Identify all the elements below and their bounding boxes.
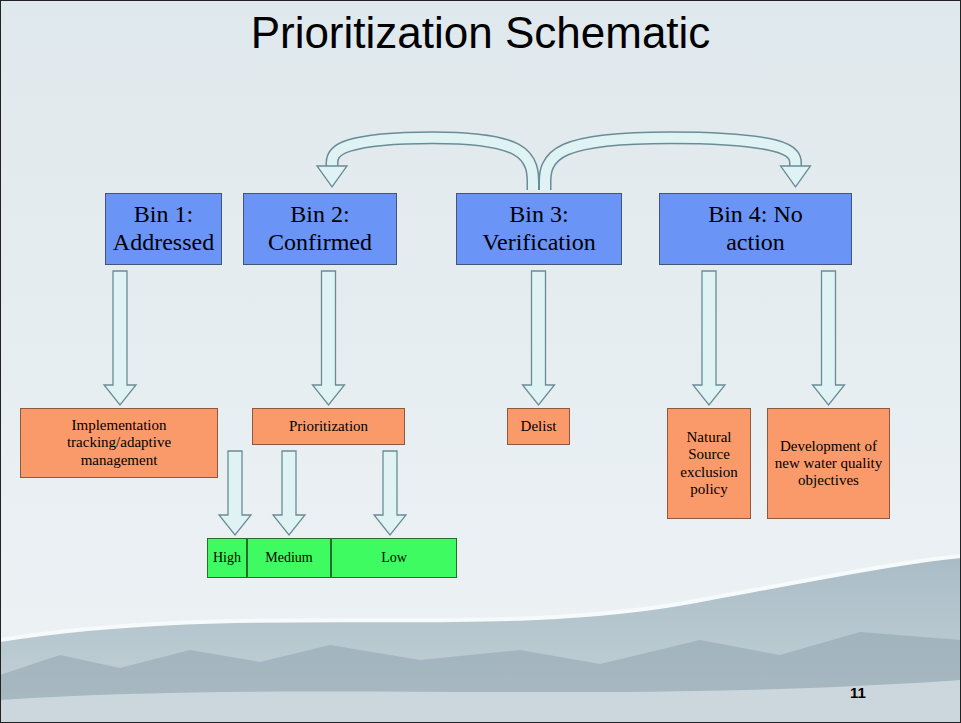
arrow-shaft-outline (332, 138, 533, 190)
arrow-body (523, 271, 555, 405)
node-text: Natural Source exclusion policy (672, 429, 746, 498)
slide-number: 11 (850, 684, 866, 701)
arrow-shaft (545, 138, 796, 190)
arrow-head (317, 166, 347, 187)
mountain-silhouette (0, 632, 961, 723)
block-arrow (693, 271, 725, 405)
arrow-body (813, 271, 845, 405)
action-box: Natural Source exclusion policy (667, 408, 751, 519)
arrow-body (693, 271, 725, 405)
arrow-shaft-outline (545, 138, 796, 190)
block-arrow (374, 451, 406, 535)
node-text: Delist (521, 418, 557, 435)
node-text: Bin 2: Confirmed (250, 201, 390, 256)
block-arrow (317, 138, 533, 190)
arrow-body (374, 451, 406, 535)
node-text: Implementation tracking/adaptive managem… (44, 417, 194, 469)
shore (0, 680, 961, 723)
slide-title: Prioritization Schematic (0, 8, 961, 58)
action-box: Delist (507, 408, 570, 445)
block-arrow (219, 451, 251, 535)
node-text: Bin 3: Verification (464, 201, 614, 256)
node-text: Medium (265, 550, 312, 566)
block-arrow (545, 138, 811, 190)
action-box: Implementation tracking/adaptive managem… (20, 408, 218, 478)
arrow-body (273, 451, 305, 535)
node-text: Prioritization (289, 418, 368, 435)
priority-cell: Low (331, 538, 457, 578)
arrow-body (104, 271, 136, 405)
node-text: Development of new water quality objecti… (773, 438, 885, 490)
priority-cell: High (207, 538, 247, 578)
arrow-head (781, 166, 811, 187)
block-arrow (104, 271, 136, 405)
bin-box: Bin 2: Confirmed (243, 193, 397, 265)
block-arrow (273, 451, 305, 535)
wave-line (0, 556, 961, 640)
bin-box: Bin 4: No action (659, 193, 852, 265)
block-arrow (313, 271, 345, 405)
node-text: Bin 4: No action (691, 201, 821, 256)
arrow-body (313, 271, 345, 405)
landscape-photo (0, 556, 961, 723)
node-text: Low (381, 550, 407, 566)
node-text: High (213, 550, 241, 566)
action-box: Development of new water quality objecti… (767, 408, 890, 519)
bin-box: Bin 3: Verification (456, 193, 622, 265)
action-box: Prioritization (252, 408, 405, 445)
bin-box: Bin 1: Addressed (105, 193, 222, 265)
block-arrow (523, 271, 555, 405)
arrow-shaft (332, 138, 533, 190)
node-text: Bin 1: Addressed (110, 201, 217, 256)
arrow-body (219, 451, 251, 535)
block-arrow (813, 271, 845, 405)
priority-cell: Medium (247, 538, 331, 578)
